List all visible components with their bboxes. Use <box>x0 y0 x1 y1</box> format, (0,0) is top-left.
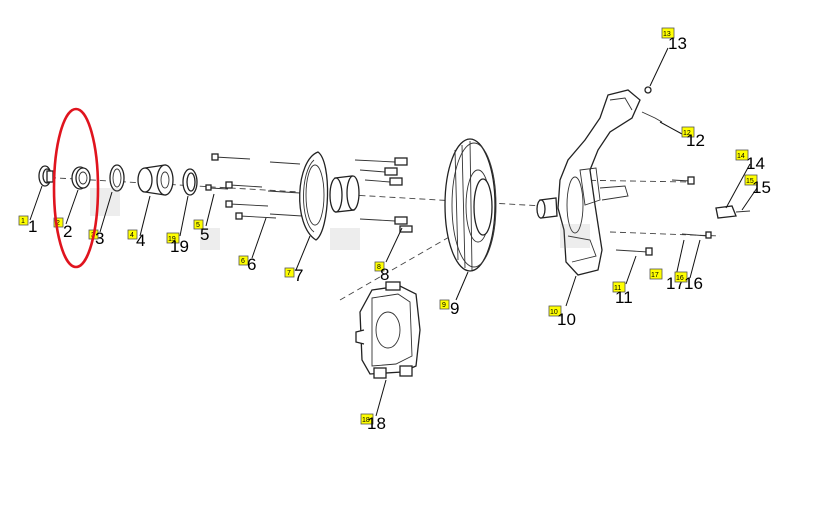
lug-bolts-right <box>354 157 413 233</box>
svg-text:4: 4 <box>130 232 134 239</box>
svg-text:14: 14 <box>746 154 765 173</box>
callout-10: 10 10 <box>548 305 576 329</box>
callout-9: 9 9 <box>439 299 459 318</box>
svg-text:2: 2 <box>63 222 72 241</box>
callout-14: 14 14 <box>735 149 765 173</box>
svg-text:19: 19 <box>170 237 189 256</box>
callout-13: 13 13 <box>661 27 687 53</box>
svg-text:12: 12 <box>683 130 691 137</box>
svg-text:1: 1 <box>21 218 25 225</box>
svg-text:5: 5 <box>196 222 200 229</box>
part-9-brake-rotor <box>444 138 497 272</box>
callout-4: 4 4 <box>127 229 145 250</box>
part-18-brake-caliper <box>355 281 421 379</box>
svg-text:1: 1 <box>28 217 37 236</box>
part-1-hub-nut <box>38 165 54 187</box>
svg-text:6: 6 <box>241 258 245 265</box>
hub-flange <box>329 175 360 213</box>
svg-text:9: 9 <box>442 302 446 309</box>
part-19-seal <box>182 168 198 196</box>
svg-text:19: 19 <box>168 236 176 243</box>
svg-text:4: 4 <box>136 231 145 250</box>
svg-text:15: 15 <box>746 178 754 185</box>
svg-text:14: 14 <box>737 153 745 160</box>
callout-16: 16 16 <box>674 271 703 293</box>
svg-text:16: 16 <box>676 275 684 282</box>
small-hardware-12-15 <box>641 86 751 219</box>
svg-text:18: 18 <box>362 417 370 424</box>
part-7-dust-shield <box>299 151 329 241</box>
svg-text:12: 12 <box>686 131 705 150</box>
svg-text:10: 10 <box>557 310 576 329</box>
svg-text:7: 7 <box>287 270 291 277</box>
callout-2: 2 2 <box>53 217 72 241</box>
svg-text:13: 13 <box>663 31 671 38</box>
svg-text:9: 9 <box>450 299 459 318</box>
svg-text:17: 17 <box>651 272 659 279</box>
callout-15: 15 15 <box>744 174 771 197</box>
svg-text:11: 11 <box>614 285 621 292</box>
knuckle-bolts <box>615 176 712 256</box>
part-2-outer-bearing <box>71 166 91 190</box>
svg-text:2: 2 <box>56 220 60 227</box>
svg-text:16: 16 <box>684 274 703 293</box>
highlight-circle-part-2 <box>52 107 100 269</box>
faint-watermark <box>90 188 590 250</box>
svg-text:13: 13 <box>668 34 687 53</box>
leader-lines <box>29 47 758 417</box>
svg-text:11: 11 <box>615 288 633 307</box>
svg-text:8: 8 <box>380 265 389 284</box>
part-4-bearing-cartridge <box>137 164 174 196</box>
svg-text:3: 3 <box>95 229 104 248</box>
svg-text:6: 6 <box>247 255 256 274</box>
svg-text:15: 15 <box>752 178 771 197</box>
part-10-steering-knuckle <box>536 89 641 276</box>
svg-text:7: 7 <box>294 266 303 285</box>
svg-text:5: 5 <box>200 225 209 244</box>
callout-1: 1 1 <box>18 215 37 236</box>
callout-18: 18 18 <box>360 413 386 433</box>
svg-text:8: 8 <box>377 264 381 271</box>
callout-5: 5 5 <box>193 219 209 244</box>
callout-7: 7 7 <box>284 266 303 285</box>
svg-text:18: 18 <box>367 414 386 433</box>
svg-text:10: 10 <box>550 309 558 316</box>
part-3-snap-ring <box>109 164 125 192</box>
callout-8: 8 8 <box>374 261 389 284</box>
wheel-studs-and-bolts <box>205 153 303 220</box>
callout-19: 19 19 <box>166 232 189 256</box>
callout-6: 6 6 <box>238 255 256 274</box>
callout-12: 12 12 <box>681 126 705 150</box>
callout-11: 11 11 <box>612 281 633 307</box>
